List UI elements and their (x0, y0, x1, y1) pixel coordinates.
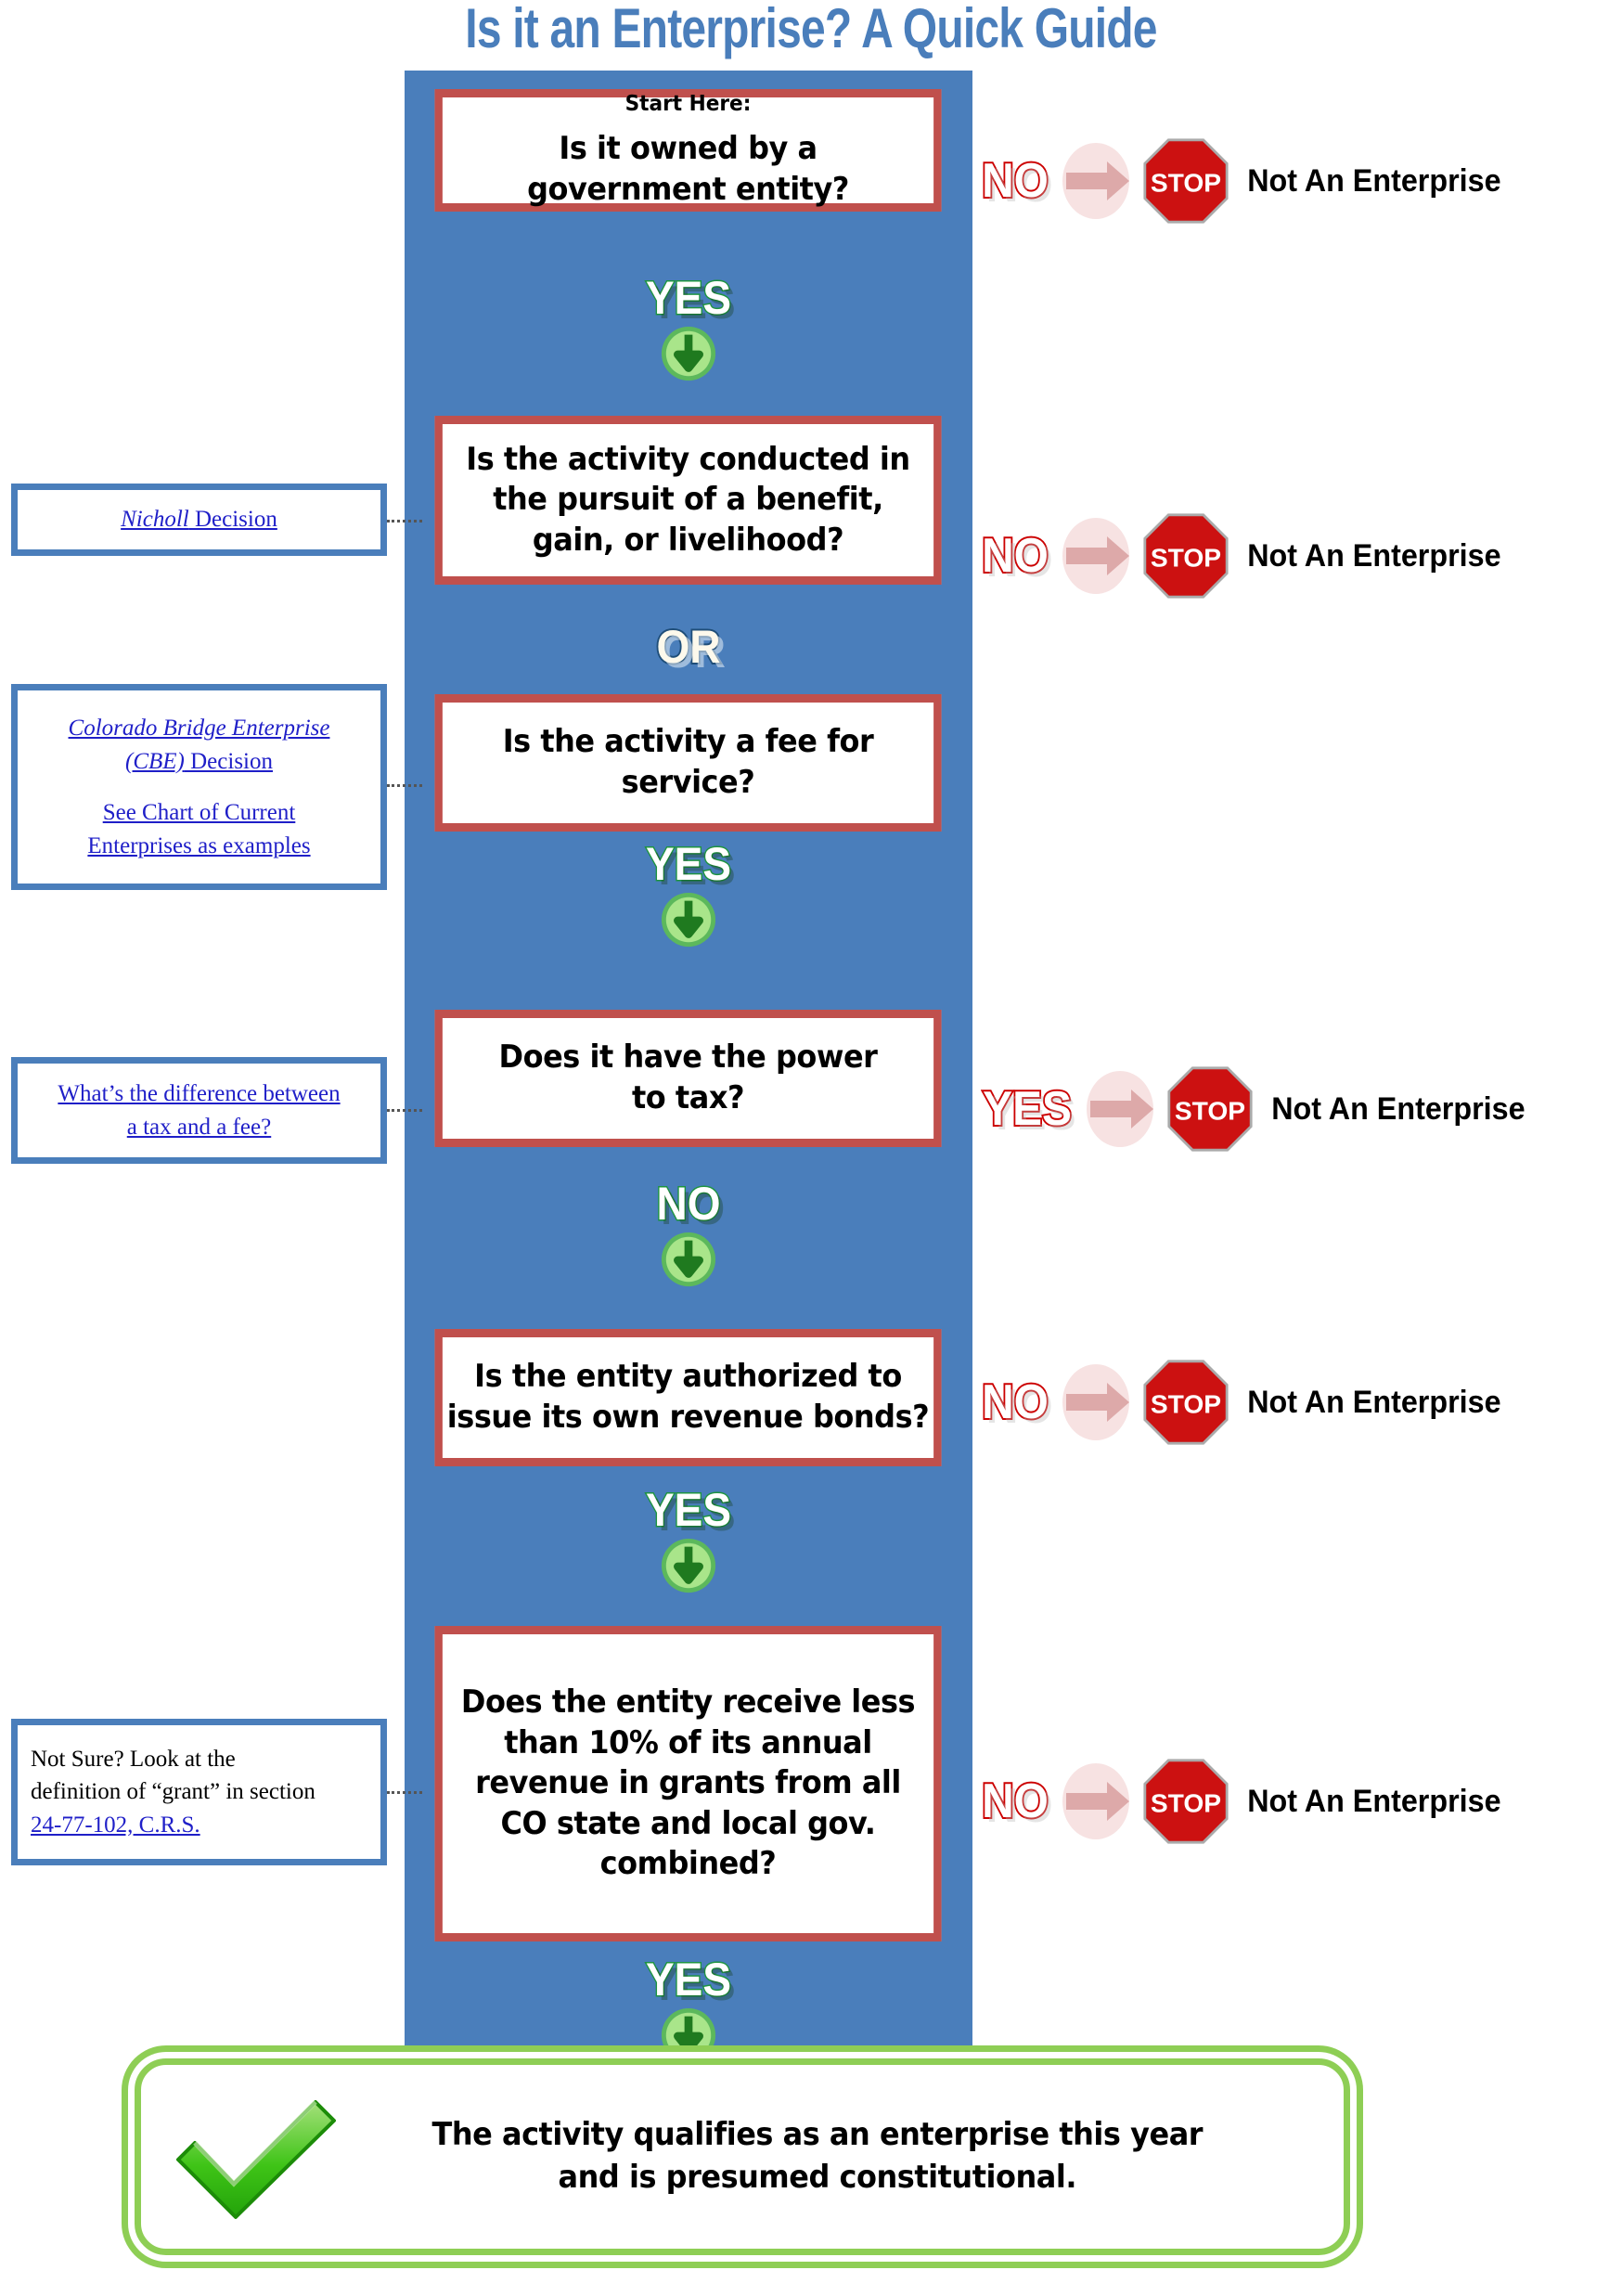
question-text-5: Is the entity authorized to issue its ow… (443, 1357, 933, 1438)
note-line[interactable]: What’s the difference between (31, 1077, 367, 1111)
right-arrow-icon (1062, 1364, 1129, 1440)
note-line[interactable]: Colorado Bridge Enterprise (31, 712, 367, 745)
note-line[interactable]: a tax and a fee? (31, 1111, 367, 1144)
note-nicholl-decision[interactable]: Nicholl Decision (11, 484, 387, 556)
note-link[interactable]: Decision (184, 748, 273, 774)
stop-sign-icon: STOP (1143, 138, 1229, 224)
note-spacer (31, 778, 367, 796)
start-here-label: Start Here: (624, 91, 752, 116)
question-line: Is the entity authorized to (474, 1358, 902, 1396)
note-line[interactable]: (CBE) Decision (31, 745, 367, 779)
question-text-3: Is the activity a fee for service? (443, 722, 933, 803)
page-title: Is it an Enterprise? A Quick Guide (465, 0, 1157, 59)
answer-label: YES (981, 1082, 1073, 1136)
note-link[interactable]: Nicholl (121, 507, 189, 533)
note-line[interactable]: 24-77-102, C.R.S. (31, 1809, 367, 1842)
note-link[interactable]: 24-77-102, C.R.S. (31, 1812, 200, 1838)
right-arrow-icon (1087, 1071, 1154, 1147)
question-line: issue its own revenue bonds? (446, 1399, 930, 1436)
question-text-1: Is it owned by a government entity? (443, 129, 933, 210)
right-arrow-icon (1062, 1763, 1129, 1839)
result-label: Not An Enterprise (1271, 1090, 1525, 1127)
question-box-4: Does it have the power to tax? (434, 1010, 942, 1147)
note-text: definition of “grant” in section (31, 1779, 315, 1805)
note-grant-definition[interactable]: Not Sure? Look at the definition of “gra… (11, 1719, 387, 1865)
question-line: Is it owned by a (559, 130, 817, 168)
question-line: to tax? (631, 1079, 745, 1116)
answer-label: NO (980, 154, 1049, 208)
stop-row-1: NO STOP Not An Enterprise (979, 138, 1508, 224)
leader-line-nicholl (387, 520, 422, 522)
question-box-5: Is the entity authorized to issue its ow… (434, 1329, 942, 1466)
question-line: than 10% of its annual (504, 1723, 872, 1761)
question-line: Does the entity receive less (460, 1683, 916, 1722)
answer-label: NO (980, 1774, 1049, 1828)
svg-text:STOP: STOP (1151, 1787, 1221, 1817)
note-link[interactable]: Decision (188, 507, 277, 533)
question-text-6: Does the entity receive less than 10% of… (443, 1683, 933, 1885)
result-label: Not An Enterprise (1247, 537, 1501, 574)
final-line: The activity qualifies as an enterprise … (431, 2116, 1204, 2154)
question-line: revenue in grants from all (475, 1764, 901, 1802)
note-tax-vs-fee[interactable]: What’s the difference between a tax and … (11, 1057, 387, 1164)
stop-row-4: NO STOP Not An Enterprise (979, 1360, 1508, 1445)
note-link[interactable]: Enterprises as examples (87, 832, 311, 858)
question-line: CO state and local gov. (500, 1804, 876, 1842)
final-line: and is presumed constitutional. (558, 2159, 1077, 2196)
note-line[interactable]: See Chart of Current (31, 796, 367, 830)
leader-line-tax-fee (387, 1109, 422, 1112)
note-link[interactable]: What’s the difference between (58, 1081, 341, 1106)
note-cbe-decision[interactable]: Colorado Bridge Enterprise (CBE) Decisio… (11, 684, 387, 890)
stop-sign-icon: STOP (1143, 1360, 1229, 1445)
result-label: Not An Enterprise (1247, 162, 1501, 199)
question-line: government entity? (527, 170, 849, 208)
question-line: combined? (599, 1845, 777, 1883)
stop-sign-icon: STOP (1167, 1066, 1253, 1152)
right-arrow-icon (1062, 143, 1129, 219)
question-line: Is the activity a fee for (502, 723, 874, 761)
question-line: Does it have the power (498, 1038, 878, 1077)
note-link[interactable]: (CBE) (125, 748, 185, 774)
question-text-4: Does it have the power to tax? (443, 1038, 933, 1118)
result-label: Not An Enterprise (1247, 1783, 1501, 1819)
note-line[interactable]: Enterprises as examples (31, 830, 367, 863)
note-line: definition of “grant” in section (31, 1775, 367, 1809)
note-link[interactable]: See Chart of Current (102, 800, 296, 825)
result-label: Not An Enterprise (1247, 1384, 1501, 1420)
svg-text:STOP: STOP (1175, 1095, 1245, 1125)
note-link[interactable]: Colorado Bridge Enterprise (68, 716, 330, 741)
note-link[interactable]: a tax and a fee? (126, 1114, 272, 1140)
question-line: Is the activity conducted in (466, 440, 910, 478)
answer-label: NO (980, 1375, 1049, 1429)
note-line[interactable]: Nicholl Decision (31, 503, 367, 536)
svg-text:STOP: STOP (1151, 1388, 1221, 1418)
question-line: service? (621, 764, 755, 801)
question-line: gain, or livelihood? (532, 521, 844, 559)
stop-row-5: NO STOP Not An Enterprise (979, 1759, 1508, 1844)
question-box-3: Is the activity a fee for service? (434, 694, 942, 832)
question-line: the pursuit of a benefit, (493, 481, 883, 519)
right-arrow-icon (1062, 518, 1129, 594)
question-box-1: Start Here: Is it owned by a government … (434, 89, 942, 212)
leader-line-cbe (387, 784, 422, 787)
svg-text:STOP: STOP (1151, 167, 1221, 197)
answer-label: NO (980, 529, 1049, 583)
stop-row-2: NO STOP Not An Enterprise (979, 513, 1508, 599)
question-box-6: Does the entity receive less than 10% of… (434, 1626, 942, 1941)
final-outcome-text: The activity qualifies as an enterprise … (373, 2114, 1313, 2199)
question-text-2: Is the activity conducted in the pursuit… (443, 440, 933, 561)
stop-sign-icon: STOP (1143, 1759, 1229, 1844)
stop-row-3: YES STOP Not An Enterprise (979, 1066, 1532, 1152)
stop-sign-icon: STOP (1143, 513, 1229, 599)
svg-text:STOP: STOP (1151, 542, 1221, 572)
green-check-icon (176, 2100, 336, 2219)
final-outcome-box: The activity qualifies as an enterprise … (135, 2058, 1350, 2255)
leader-line-grant (387, 1791, 422, 1794)
note-text: Not Sure? Look at the (31, 1746, 236, 1772)
question-box-2: Is the activity conducted in the pursuit… (434, 416, 942, 585)
note-line: Not Sure? Look at the (31, 1743, 367, 1776)
